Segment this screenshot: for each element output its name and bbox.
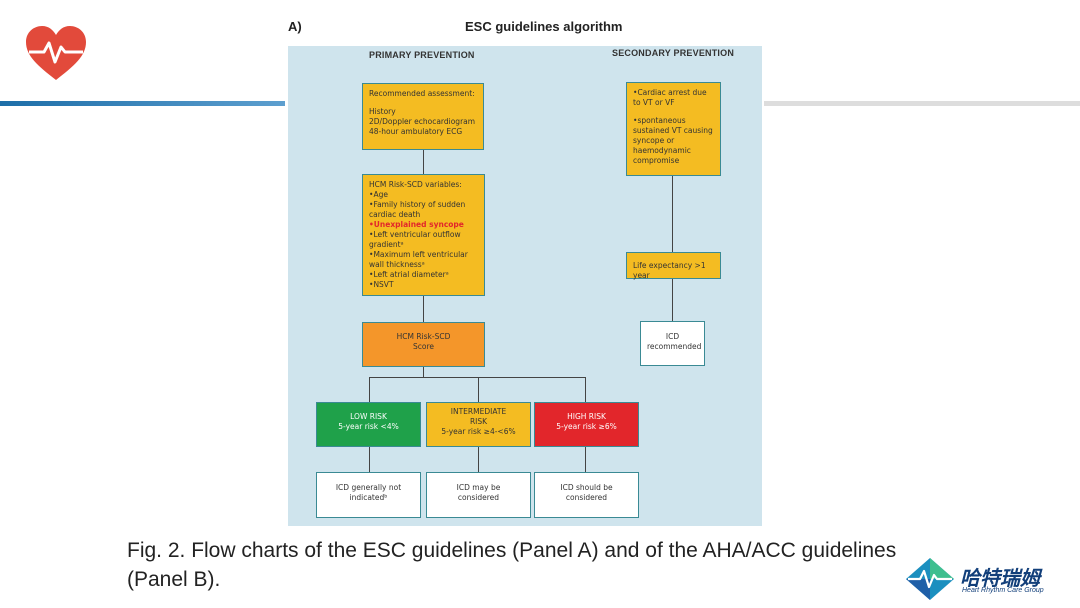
assessment-heading: Recommended assessment: — [369, 89, 475, 98]
flowchart-panel: PRIMARY PREVENTION SECONDARY PREVENTION … — [288, 46, 762, 526]
intermediate-risk-label: INTERMEDIATE — [450, 407, 507, 416]
brand-name: 哈特瑞姆 — [960, 568, 1040, 590]
connector — [672, 176, 674, 252]
connector — [423, 367, 425, 377]
connector — [369, 377, 371, 402]
high-risk-threshold: 5-year risk ≥6% — [556, 422, 617, 431]
recommended-assessment-box: Recommended assessment: History 2D/Doppl… — [362, 83, 484, 150]
risk-score-box: HCM Risk-SCD Score — [362, 322, 485, 367]
variable-item: Age — [369, 190, 478, 200]
outcome-text: ICD should be — [560, 483, 613, 492]
low-risk-label: LOW RISK — [350, 412, 387, 421]
icd-should-be-considered-box: ICD should be considered — [534, 472, 639, 518]
connector — [369, 377, 586, 379]
outcome-text: recommended — [647, 342, 702, 351]
panel-label: A) — [288, 19, 302, 34]
intermediate-risk-threshold: 5-year risk ≥4-<6% — [441, 427, 516, 436]
diagram-title: ESC guidelines algorithm — [465, 19, 623, 34]
primary-prevention-heading: PRIMARY PREVENTION — [369, 50, 475, 60]
connector — [672, 279, 674, 321]
intermediate-risk-label: RISK — [469, 417, 488, 426]
variable-item: Left ventricular outflow gradientᵃ — [369, 230, 478, 250]
variables-heading: HCM Risk-SCD variables: — [369, 180, 462, 189]
figure-caption: Fig. 2. Flow charts of the ESC guideline… — [127, 539, 897, 591]
secondary-criteria-box: Cardiac arrest due to VT or VF spontaneo… — [626, 82, 721, 176]
variable-item: NSVT — [369, 280, 478, 290]
life-expectancy-text: Life expectancy >1 year — [633, 261, 706, 280]
connector — [478, 447, 480, 472]
variable-item: Maximum left ventricular wall thicknessᵃ — [369, 250, 478, 270]
secondary-prevention-heading: SECONDARY PREVENTION — [612, 48, 735, 58]
outcome-text: ICD may be — [456, 483, 501, 492]
icd-may-be-considered-box: ICD may be considered — [426, 472, 531, 518]
intermediate-risk-box: INTERMEDIATE RISK 5-year risk ≥4-<6% — [426, 402, 531, 447]
criteria-item: spontaneous sustained VT causing syncope… — [633, 116, 714, 166]
outcome-text: indicatedᵇ — [349, 493, 388, 502]
connector — [585, 447, 587, 472]
icd-not-indicated-box: ICD generally not indicatedᵇ — [316, 472, 421, 518]
connector — [585, 377, 587, 402]
brand-subtitle: Heart Rhythm Care Group — [962, 587, 1044, 594]
brand-logo-icon — [906, 558, 954, 600]
low-risk-threshold: 5-year risk <4% — [338, 422, 399, 431]
connector — [369, 447, 371, 472]
outcome-text: considered — [457, 493, 500, 502]
risk-variables-box: HCM Risk-SCD variables: Age Family histo… — [362, 174, 485, 296]
connector — [423, 150, 425, 174]
outcome-text: ICD generally not — [335, 483, 402, 492]
connector — [478, 377, 480, 402]
variable-item: Left atrial diameterᵃ — [369, 270, 478, 280]
criteria-item: Cardiac arrest due to VT or VF — [633, 88, 714, 108]
assessment-item: 48-hour ambulatory ECG — [369, 127, 463, 136]
high-risk-label: HIGH RISK — [567, 412, 606, 421]
variables-list: Age Family history of sudden cardiac dea… — [369, 190, 478, 290]
high-risk-box: HIGH RISK 5-year risk ≥6% — [534, 402, 639, 447]
connector — [423, 296, 425, 322]
outcome-text: considered — [565, 493, 608, 502]
assessment-item: History — [369, 107, 396, 116]
score-label: HCM Risk-SCD — [396, 332, 451, 341]
assessment-item: 2D/Doppler echocardiogram — [369, 117, 476, 126]
heart-rhythm-logo-icon — [26, 26, 86, 80]
low-risk-box: LOW RISK 5-year risk <4% — [316, 402, 421, 447]
variable-item-highlighted: Unexplained syncope — [369, 220, 478, 230]
score-label: Score — [412, 342, 434, 351]
variable-item: Family history of sudden cardiac death — [369, 200, 478, 220]
icd-recommended-box: ICD recommended — [640, 321, 705, 366]
header-divider — [764, 101, 1080, 106]
outcome-text: ICD — [665, 332, 680, 341]
life-expectancy-box: Life expectancy >1 year — [626, 252, 721, 280]
secondary-criteria-list: Cardiac arrest due to VT or VF spontaneo… — [633, 88, 714, 166]
header-accent-bar — [0, 101, 285, 106]
